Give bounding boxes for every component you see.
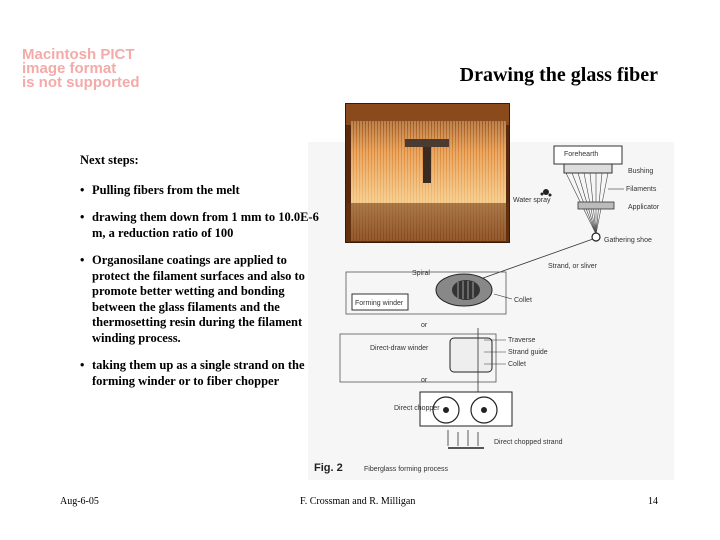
label-traverse: Traverse: [508, 337, 535, 344]
bullet-item: Pulling fibers from the melt: [80, 183, 320, 199]
slide-body: Next steps: Pulling fibers from the melt…: [80, 153, 320, 401]
label-strand: Strand, or sliver: [548, 263, 598, 270]
section-heading: Next steps:: [80, 153, 139, 167]
label-or-1: or: [421, 322, 428, 329]
label-collet-2: Collet: [508, 361, 526, 368]
label-collet-1: Collet: [514, 297, 532, 304]
label-filaments: Filaments: [626, 186, 657, 193]
label-spiral: Spiral: [412, 270, 430, 277]
label-water-spray: Water spray: [513, 197, 551, 204]
placeholder-line: Macintosh PICT: [22, 46, 135, 63]
footer-page-number: 14: [648, 496, 658, 507]
glass-fiber-photo: [345, 103, 510, 243]
footer-authors: F. Crossman and R. Milligan: [300, 496, 416, 507]
placeholder-line: is not supported: [22, 74, 140, 91]
label-strand-guide: Strand guide: [508, 349, 548, 356]
unsupported-image-placeholder: Macintosh PICT image format is not suppo…: [22, 46, 168, 91]
label-bushing: Bushing: [628, 168, 653, 175]
footer-date: Aug-6-05: [60, 496, 99, 507]
label-forming-winder: Forming winder: [355, 300, 404, 307]
bullet-item: taking them up as a single strand on the…: [80, 358, 320, 389]
bullet-item: Organosilane coatings are applied to pro…: [80, 253, 320, 346]
label-gathering-shoe: Gathering shoe: [604, 237, 652, 244]
bullet-list: Pulling fibers from the melt drawing the…: [80, 183, 320, 390]
label-direct-chopped: Direct chopped strand: [494, 439, 563, 446]
slide-title: Drawing the glass fiber: [459, 64, 658, 86]
label-forehearth: Forehearth: [564, 151, 598, 158]
label-direct-draw: Direct-draw winder: [370, 345, 429, 352]
label-applicator: Applicator: [628, 204, 660, 211]
figure-caption: Fiberglass forming process: [364, 466, 449, 473]
label-direct-chopper-1: Direct chopper: [394, 405, 440, 412]
placeholder-line: image format: [22, 60, 117, 77]
figure-number: Fig. 2: [314, 462, 343, 474]
label-or-2: or: [421, 377, 428, 384]
bullet-item: drawing them down from 1 mm to 10.0E-6 m…: [80, 210, 320, 241]
